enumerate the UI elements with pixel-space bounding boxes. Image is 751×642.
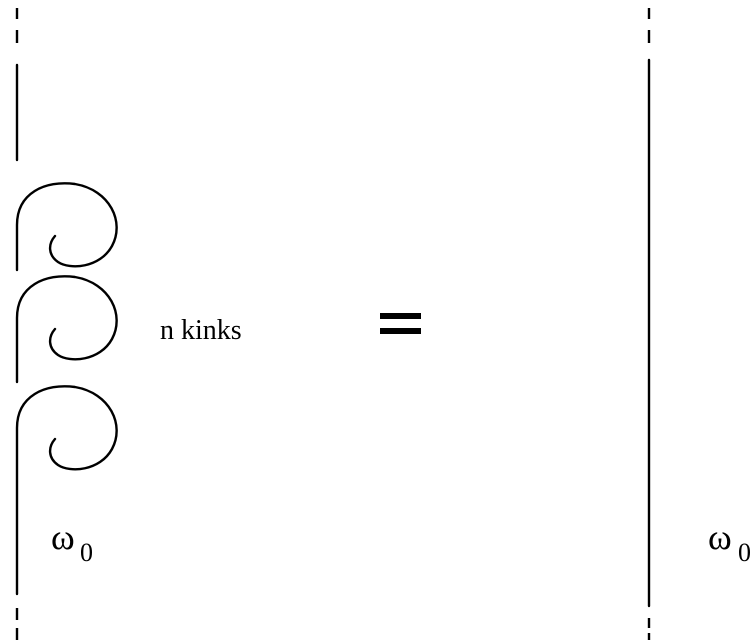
kink-1 [15, 182, 118, 272]
right-weight-symbol: ω [708, 517, 732, 557]
left-weight-symbol: ω [51, 517, 75, 557]
left-strand-group [15, 8, 118, 640]
left-weight-label: ω 0 [51, 517, 93, 567]
kinks-label: n kinks [160, 315, 242, 346]
kink-3 [15, 385, 118, 596]
right-weight-label: ω 0 [708, 517, 751, 567]
kink-2 [15, 275, 118, 384]
left-weight-subscript: 0 [80, 538, 93, 567]
equals-sign [380, 313, 421, 334]
right-weight-subscript: 0 [738, 538, 751, 567]
equals-top-bar [380, 313, 421, 319]
equals-bottom-bar [380, 328, 421, 334]
